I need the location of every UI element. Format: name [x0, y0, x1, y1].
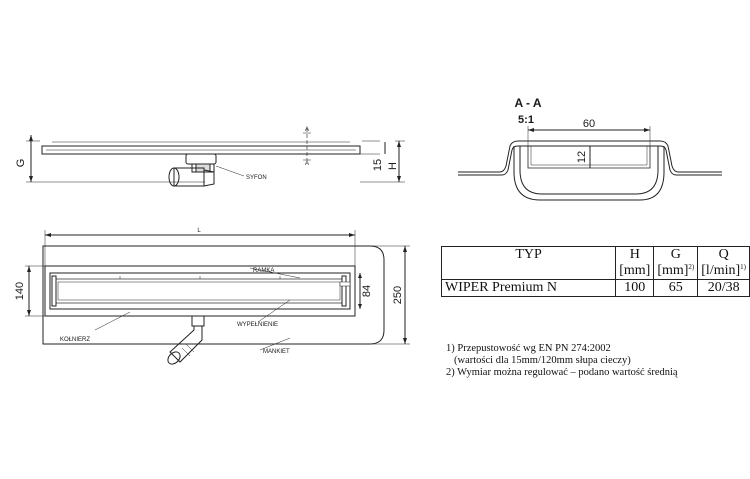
header-g: G: [653, 246, 699, 263]
section-mark-bottom: A: [305, 161, 309, 167]
dim-h-label: H: [387, 162, 399, 170]
label-wypelnienie: WYPEŁNIENIE: [237, 322, 278, 328]
side-view: [26, 128, 405, 187]
cell-q: 20/38: [697, 279, 750, 297]
dim-15-label: 15: [372, 159, 384, 171]
unit-g-sup: 2): [688, 263, 695, 271]
table-units-row: [mm] [mm]2) [l/min]1): [440, 263, 750, 280]
dim-250-label: 250: [392, 286, 404, 304]
siphon-side: [168, 153, 245, 187]
section-scale: 5:1: [518, 114, 534, 126]
unit-q-sup: 1): [740, 263, 746, 271]
footnote-2: 2) Wymiar można regulować – podano warto…: [446, 367, 678, 378]
footnote-1: 1) Przepustowość wg EN PN 274:2002: [446, 343, 611, 354]
dim-84-label: 84: [361, 285, 373, 297]
dim-12-label: 12: [576, 151, 588, 163]
dim-60-label: 60: [583, 118, 595, 130]
table-header-row: TYP H G Q: [440, 246, 750, 263]
cell-typ: WIPER Premium N: [440, 279, 617, 297]
label-ramka: RAMKA: [253, 268, 274, 274]
footnote-1-detail: (wartości dla 15mm/120mm słupa cieczy): [454, 355, 631, 366]
plan-view: [25, 230, 410, 365]
header-h: H: [615, 246, 655, 263]
unit-g: [mm]2): [653, 263, 699, 280]
cell-g: 65: [653, 279, 699, 297]
dim-g-label: G: [15, 159, 27, 168]
unit-h: [mm]: [615, 263, 655, 280]
header-typ: TYP: [440, 246, 617, 263]
header-q: Q: [697, 246, 750, 263]
units-typ: [440, 263, 617, 280]
section-channel: [513, 146, 665, 201]
section-title: A - A: [514, 96, 541, 110]
label-syfon: SYFON: [246, 175, 267, 181]
cell-h: 100: [615, 279, 655, 297]
label-kolnierz: KOŁNIERZ: [60, 337, 90, 343]
section-a-a: [458, 126, 722, 201]
siphon-plan: [167, 315, 205, 365]
label-mankiet: MANKIET: [263, 349, 290, 355]
table-row: WIPER Premium N 100 65 20/38: [440, 279, 750, 297]
section-outer: [458, 140, 722, 173]
unit-q: [l/min]1): [697, 263, 750, 280]
dim-l-label: L: [197, 228, 201, 234]
footnotes: 1) Przepustowość wg EN PN 274:2002 (wart…: [446, 343, 678, 379]
mankiet-outline: [42, 245, 385, 345]
section-mark-top: A: [305, 127, 309, 133]
spec-table: TYP H G Q [mm] [mm]2) [l/min]1) WIPER Pr…: [440, 246, 750, 297]
dim-140-label: 140: [14, 282, 26, 300]
